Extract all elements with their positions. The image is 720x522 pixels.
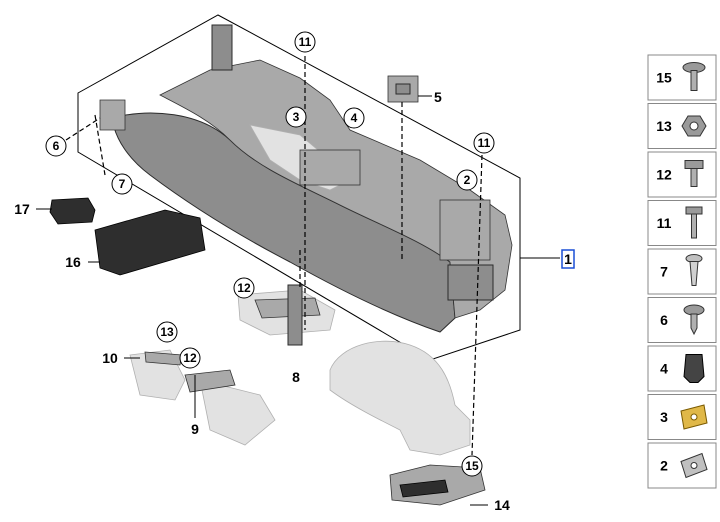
label-16: 16 bbox=[65, 254, 81, 270]
bracket-part-9 bbox=[184, 369, 276, 446]
dashed-line-7 bbox=[94, 114, 106, 176]
legend-label: 2 bbox=[660, 458, 668, 474]
svg-text:15: 15 bbox=[465, 459, 479, 473]
callout-2: 2 bbox=[456, 169, 478, 191]
legend-label: 7 bbox=[660, 264, 668, 280]
bracket-part-5 bbox=[387, 75, 419, 103]
callout-7: 7 bbox=[111, 173, 133, 195]
svg-text:11: 11 bbox=[299, 35, 312, 49]
legend-box bbox=[647, 200, 717, 246]
legend-item-13: 13 bbox=[647, 103, 717, 149]
bracket-part-8 bbox=[237, 284, 336, 346]
label-17: 17 bbox=[14, 201, 30, 217]
callout-6: 6 bbox=[45, 135, 67, 157]
flange-screw-icon bbox=[682, 62, 706, 91]
legend-label: 15 bbox=[656, 70, 672, 86]
svg-text:4: 4 bbox=[351, 111, 358, 125]
legend-label: 3 bbox=[660, 409, 668, 425]
svg-text:12: 12 bbox=[183, 351, 197, 365]
label-5: 5 bbox=[434, 89, 442, 105]
legend-item-15: 15 bbox=[647, 54, 717, 101]
callout-11a: 11 bbox=[294, 31, 316, 53]
center-console-part bbox=[99, 24, 513, 333]
legend-label: 11 bbox=[657, 215, 672, 231]
legend-item-7: 7 bbox=[647, 248, 717, 295]
hex-bolt-icon bbox=[684, 160, 704, 187]
callout-12a: 12 bbox=[233, 277, 255, 299]
air-duct-part bbox=[329, 340, 471, 456]
callout-13: 13 bbox=[156, 321, 178, 343]
legend-item-6: 6 bbox=[647, 297, 717, 343]
tray-part-14 bbox=[389, 464, 486, 506]
callout-15: 15 bbox=[461, 455, 483, 477]
svg-text:1: 1 bbox=[564, 251, 572, 267]
hex-screw-icon bbox=[685, 206, 703, 239]
label-9: 9 bbox=[191, 421, 199, 437]
svg-text:2: 2 bbox=[464, 173, 471, 187]
legend-label: 13 bbox=[656, 118, 672, 134]
svg-text:13: 13 bbox=[160, 325, 174, 339]
label-10: 10 bbox=[102, 350, 118, 366]
spring-nut-icon bbox=[680, 452, 708, 479]
svg-text:11: 11 bbox=[478, 136, 491, 150]
callout-12b: 12 bbox=[179, 347, 201, 369]
callout-4: 4 bbox=[343, 107, 365, 129]
self-tapping-screw-icon bbox=[683, 304, 705, 336]
callout-3: 3 bbox=[285, 106, 307, 128]
svg-text:3: 3 bbox=[293, 110, 300, 124]
clip-nut-icon bbox=[683, 354, 705, 383]
label-8: 8 bbox=[292, 369, 300, 385]
bracket-part-10 bbox=[129, 349, 186, 401]
legend-box bbox=[647, 345, 717, 392]
svg-text:12: 12 bbox=[237, 281, 251, 295]
legend-label: 4 bbox=[660, 361, 668, 377]
legend-box bbox=[647, 54, 717, 101]
dashed-line-6 bbox=[65, 117, 101, 141]
assembly-frame bbox=[77, 14, 521, 361]
svg-text:6: 6 bbox=[53, 139, 60, 153]
legend-box bbox=[647, 297, 717, 343]
label-1: 1 bbox=[561, 249, 575, 269]
label-14: 14 bbox=[494, 497, 510, 513]
hex-nut-icon bbox=[681, 115, 707, 137]
fastener-legend: 15 13 12 11 7 6 4 3 2 bbox=[647, 54, 717, 489]
legend-item-3: 3 bbox=[647, 394, 717, 440]
legend-item-4: 4 bbox=[647, 345, 717, 392]
legend-box bbox=[647, 248, 717, 295]
pad-part-17 bbox=[49, 197, 96, 225]
legend-label: 6 bbox=[660, 312, 668, 328]
legend-item-12: 12 bbox=[647, 151, 717, 198]
legend-item-11: 11 bbox=[647, 200, 717, 246]
dashed-line-11b bbox=[471, 154, 483, 456]
mat-part-16 bbox=[94, 209, 206, 276]
legend-label: 12 bbox=[656, 167, 672, 183]
expanding-rivet-icon bbox=[685, 254, 703, 286]
legend-item-2: 2 bbox=[647, 442, 717, 489]
legend-box bbox=[647, 151, 717, 198]
u-nut-icon bbox=[680, 404, 708, 430]
svg-text:7: 7 bbox=[119, 177, 126, 191]
callout-11b: 11 bbox=[473, 132, 495, 154]
